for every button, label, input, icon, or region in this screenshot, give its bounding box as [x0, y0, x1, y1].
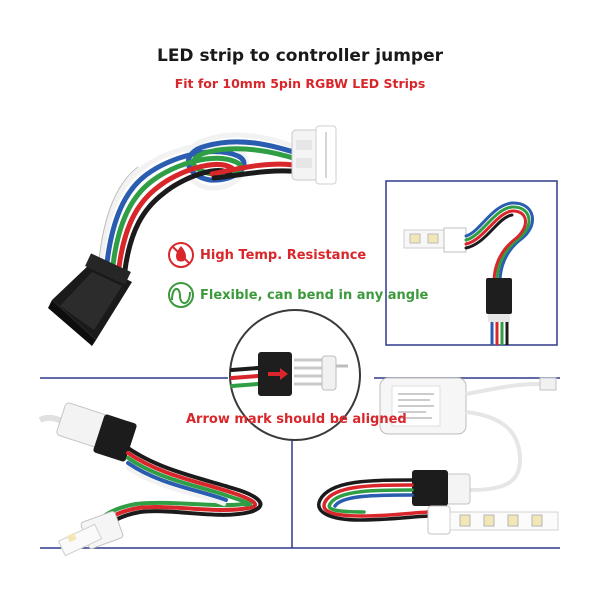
page-title: LED strip to controller jumper	[156, 46, 443, 66]
bottom-right-photo	[317, 377, 559, 535]
feature-high-temp-label: High Temp. Resistance	[200, 248, 367, 263]
bend-icon	[168, 282, 194, 308]
page-subtitle: Fit for 10mm 5pin RGBW LED Strips	[174, 76, 426, 91]
inset-photo-strip	[385, 180, 558, 346]
feature-flexible-label: Flexible, can bend in any angle	[200, 288, 429, 303]
female-connector	[48, 253, 132, 346]
arrow-alignment-note: Arrow mark should be aligned	[186, 412, 407, 427]
bottom-left-photo	[38, 402, 263, 557]
strip-clip	[291, 125, 337, 185]
flame-icon	[168, 242, 194, 268]
magnifier-detail	[229, 309, 361, 441]
main-jumper-cable	[48, 125, 337, 346]
